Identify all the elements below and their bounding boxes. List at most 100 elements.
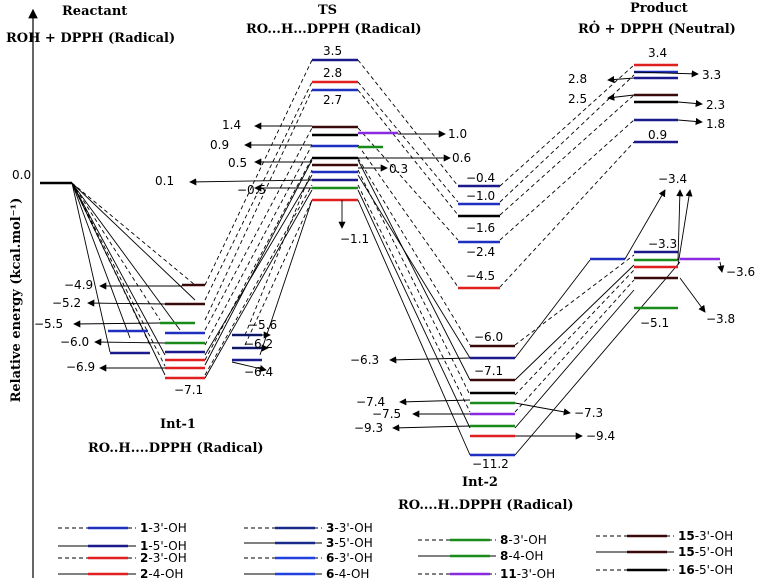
- legend-entry: 1-3'-OH: [58, 521, 187, 535]
- leader-arrow: [514, 402, 571, 416]
- legend-label: 15-3'-OH: [678, 529, 733, 543]
- connector-line: [71, 182, 196, 286]
- connector-line: [204, 159, 313, 366]
- ts-label: 0.6: [452, 151, 471, 165]
- legend-entry: 6-3'-OH: [244, 551, 373, 565]
- leader-arrow: [94, 338, 166, 346]
- connector-line: [204, 89, 313, 321]
- leader-arrow: [607, 75, 635, 84]
- ts-label: 0.1: [155, 174, 174, 188]
- connector-line: [204, 144, 313, 346]
- leader-arrow: [189, 178, 313, 186]
- connector-line: [499, 64, 635, 187]
- int2-label: −0.4: [466, 171, 495, 185]
- int1-label: −6.0: [60, 335, 89, 349]
- header-int1-sub: RO..H....DPPH (Radical): [88, 441, 264, 456]
- connector-line: [499, 74, 635, 203]
- legend-label: 1-3'-OH: [140, 521, 187, 535]
- product-label: −3.6: [726, 265, 755, 279]
- connector-line: [357, 157, 471, 346]
- header-int1: Int-1: [160, 417, 196, 432]
- ts-label: 3.5: [323, 44, 342, 58]
- connector-line: [71, 182, 196, 301]
- connector-line: [357, 89, 459, 216]
- int2-label: −11.2: [472, 457, 509, 471]
- legend-entry: 2-4-OH: [58, 567, 183, 581]
- ts-label: −1.1: [340, 232, 369, 246]
- connector-line: [357, 127, 459, 241]
- int2-label: −9.3: [354, 421, 383, 435]
- leader-arrow: [677, 189, 693, 266]
- connector-line: [499, 119, 635, 241]
- header-reactant-sub: ROH + DPPH (Radical): [6, 31, 175, 46]
- ts-label: 0.3: [389, 162, 408, 176]
- header-reactant: Reactant: [62, 4, 127, 19]
- header-int2-sub: RO....H..DPPH (Radical): [398, 498, 574, 513]
- ts-label: 1.4: [222, 118, 241, 132]
- int2-label: −7.1: [474, 364, 503, 378]
- leader-arrow: [717, 261, 725, 273]
- ts-label: 2.8: [323, 66, 342, 80]
- int1-label: −5.5: [34, 317, 63, 331]
- legend-label: 8-3'-OH: [500, 533, 547, 547]
- connector-line: [514, 269, 635, 396]
- product-label: −3.8: [706, 312, 735, 326]
- legend-label: 2-4-OH: [140, 567, 183, 581]
- connector-line: [71, 182, 151, 346]
- legend-label: 15-5'-OH: [678, 545, 733, 559]
- legend-label: 8-4-OH: [500, 549, 543, 563]
- ts-label: 0.9: [210, 138, 229, 152]
- leader-arrow: [399, 398, 471, 406]
- int2-label: −7.4: [356, 395, 385, 409]
- product-label: 3.3: [702, 68, 721, 82]
- leader-arrow: [607, 93, 635, 101]
- connector-line: [357, 189, 471, 429]
- ts-label: 1.0: [448, 127, 467, 141]
- leader-arrow: [624, 189, 666, 260]
- legend-label: 6-4-OH: [326, 567, 369, 581]
- connector-line: [244, 199, 313, 346]
- connector-line: [357, 59, 459, 187]
- connector-line: [357, 159, 471, 381]
- legend-entry: 8-3'-OH: [418, 533, 547, 547]
- int2-label: −6.0: [474, 330, 503, 344]
- product-label: 2.3: [706, 98, 725, 112]
- connector-line: [71, 182, 161, 321]
- int2-label: −1.0: [466, 189, 495, 203]
- connector-line: [357, 144, 459, 288]
- leader-arrow: [87, 299, 166, 307]
- connector-line: [357, 199, 471, 456]
- y-axis-label: Relative energy (kcal.mol⁻¹): [9, 198, 24, 403]
- connector-line: [514, 261, 681, 456]
- legend-entry: 3-3'-OH: [244, 521, 373, 535]
- header-ts-sub: RO...H...DPPH (Radical): [246, 22, 422, 37]
- product-label: 1.8: [706, 117, 725, 131]
- product-label: −3.3: [648, 237, 677, 251]
- leader-arrow: [677, 117, 703, 126]
- legend-entry: 11-3'-OH: [418, 567, 555, 581]
- connector-line: [514, 254, 635, 346]
- reactant-value: 0.0: [12, 168, 31, 182]
- ts-label: 0.5: [228, 156, 247, 170]
- connector-line: [514, 259, 591, 359]
- product-label: 0.9: [648, 128, 667, 142]
- product-label: 2.8: [568, 72, 587, 86]
- legend-label: 3-5'-OH: [326, 536, 373, 550]
- label-leaders: [73, 70, 725, 440]
- leader-arrow: [679, 277, 706, 313]
- connector-line: [357, 184, 471, 413]
- legend-entry: 6-4-OH: [244, 567, 369, 581]
- leader-arrow: [73, 320, 161, 328]
- connector-line: [514, 264, 635, 381]
- legend-label: 1-5'-OH: [140, 539, 187, 553]
- legend: 1-3'-OH1-5'-OH2-3'-OH2-4-OH3-3'-OH3-5'-O…: [58, 521, 733, 581]
- product-label: 3.4: [648, 46, 667, 60]
- connector-line: [259, 199, 313, 356]
- leader-arrow: [231, 361, 267, 373]
- int2-label: −9.4: [586, 429, 615, 443]
- int1-label: −6.2: [244, 337, 273, 351]
- legend-label: 6-3'-OH: [326, 551, 373, 565]
- connector-line: [204, 174, 313, 356]
- int1-label: −6.4: [244, 365, 273, 379]
